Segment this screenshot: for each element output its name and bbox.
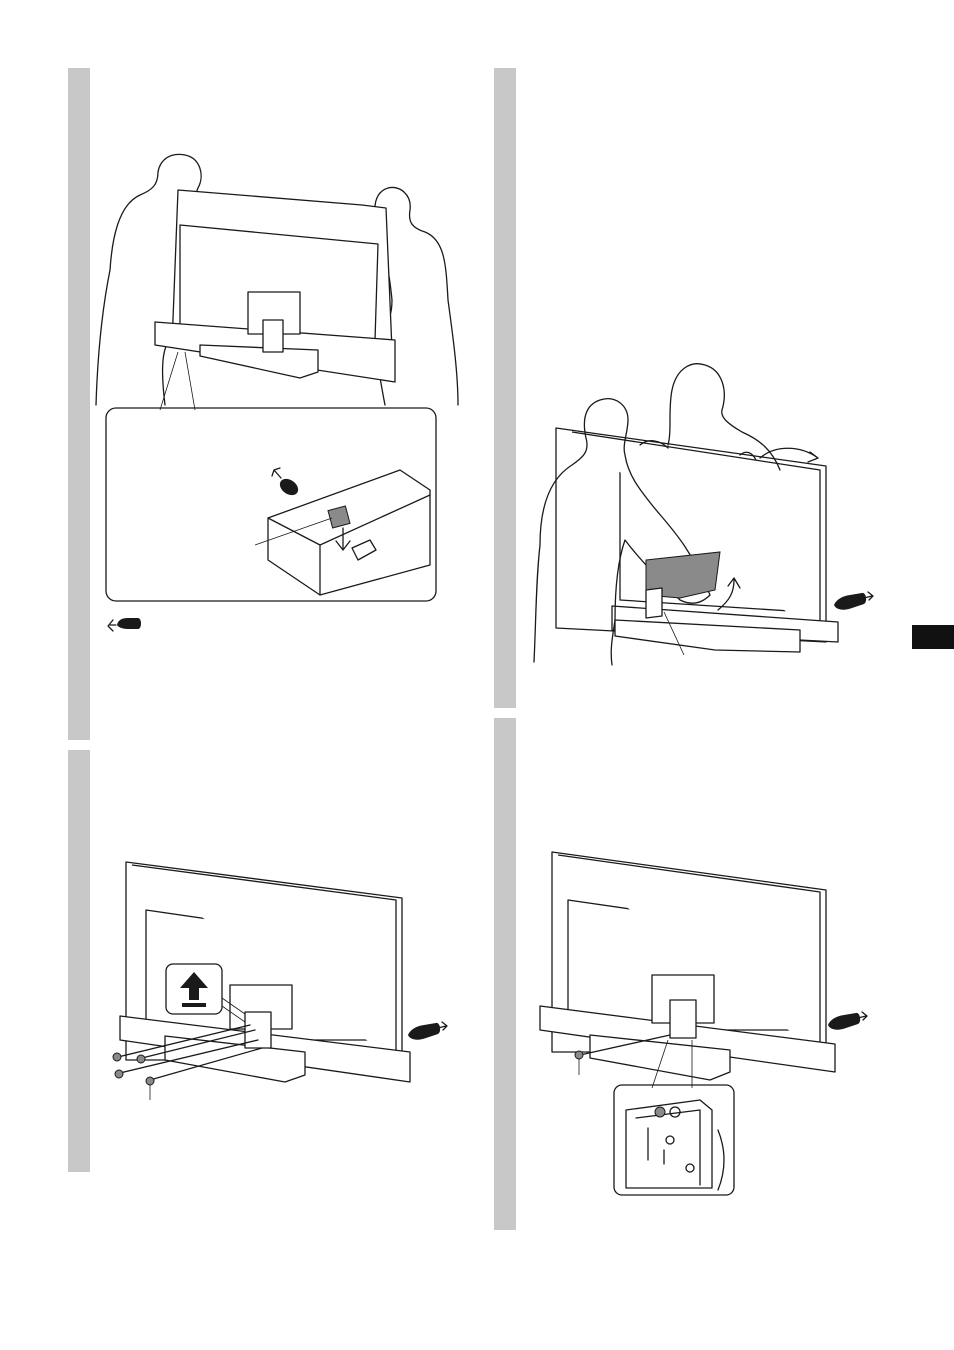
bracket-icon xyxy=(626,1100,724,1190)
screwdriver-icon xyxy=(828,1013,860,1030)
